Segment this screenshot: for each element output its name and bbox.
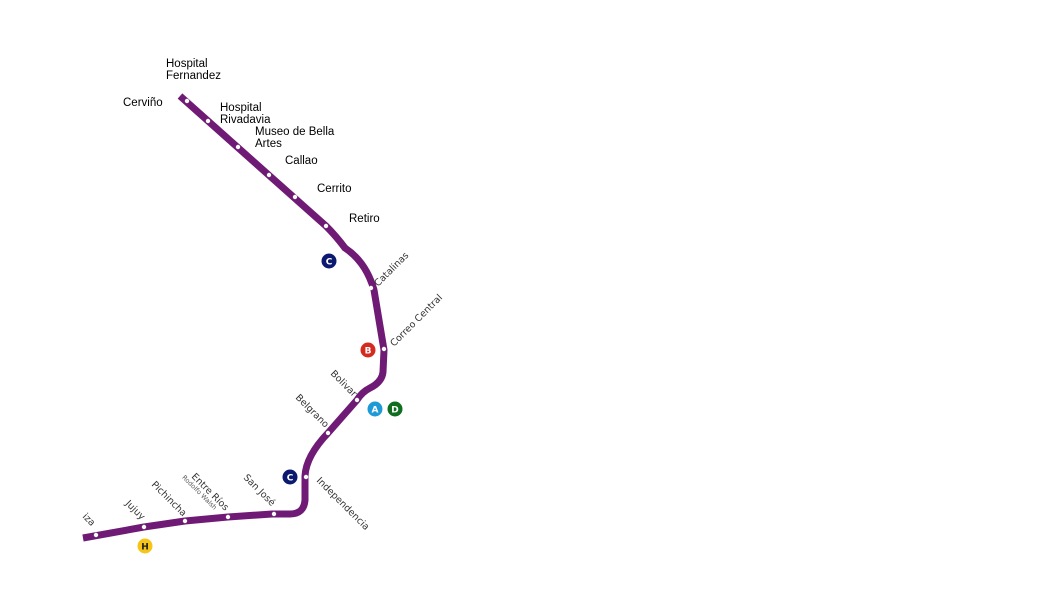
station-dot[interactable] [292,194,298,200]
station-dot[interactable] [205,118,211,124]
station-label: Catalinas [372,250,411,289]
station-label: Correo Central [388,292,445,349]
station-label: Retiro [349,213,380,225]
station-dot[interactable] [325,430,331,436]
badge-letter: C [287,473,294,483]
station-label: Callao [285,155,318,167]
station-dot[interactable] [184,98,190,104]
badge-letter: C [326,257,333,267]
badge-letter: D [391,405,398,415]
transfer-badge-d[interactable]: D [387,401,403,417]
station-dot[interactable] [323,223,329,229]
badge-circle [360,342,376,358]
station-dot[interactable] [235,144,241,150]
transfer-badge-c[interactable]: C [321,253,337,269]
station-label: Cerviño [123,97,163,109]
badge-letter: B [365,346,372,356]
transfer-badge-a[interactable]: A [367,401,383,417]
line-route [82,93,388,542]
badge-circle [387,401,403,417]
station-dot[interactable] [141,524,147,530]
transfer-badge-h[interactable]: H [137,538,153,554]
station-label: iza [80,511,97,528]
badge-circle [282,469,298,485]
station-dot[interactable] [354,397,360,403]
station-label: Independencia [314,475,371,532]
station-dot[interactable] [271,511,277,517]
station-dot[interactable] [266,172,272,178]
station-dot[interactable] [303,474,309,480]
badge-circle [137,538,153,554]
badge-circle [367,401,383,417]
station-label: Bolivar [328,368,359,399]
station-label: Jujuy [122,498,147,523]
station-dot[interactable] [225,514,231,520]
badge-circle [321,253,337,269]
station-dot[interactable] [368,285,374,291]
station-label: Cerrito [317,183,352,195]
station-dot[interactable] [381,346,387,352]
station-dot[interactable] [182,518,188,524]
station-dot[interactable] [93,532,99,538]
transfer-badge-b[interactable]: B [360,342,376,358]
badge-letter: H [141,542,149,552]
transfer-badge-c[interactable]: C [282,469,298,485]
station-label: San José [241,472,277,508]
badge-letter: A [372,405,379,415]
station-label: Pichincha [149,479,189,519]
station-label: Belgrano [293,392,331,430]
